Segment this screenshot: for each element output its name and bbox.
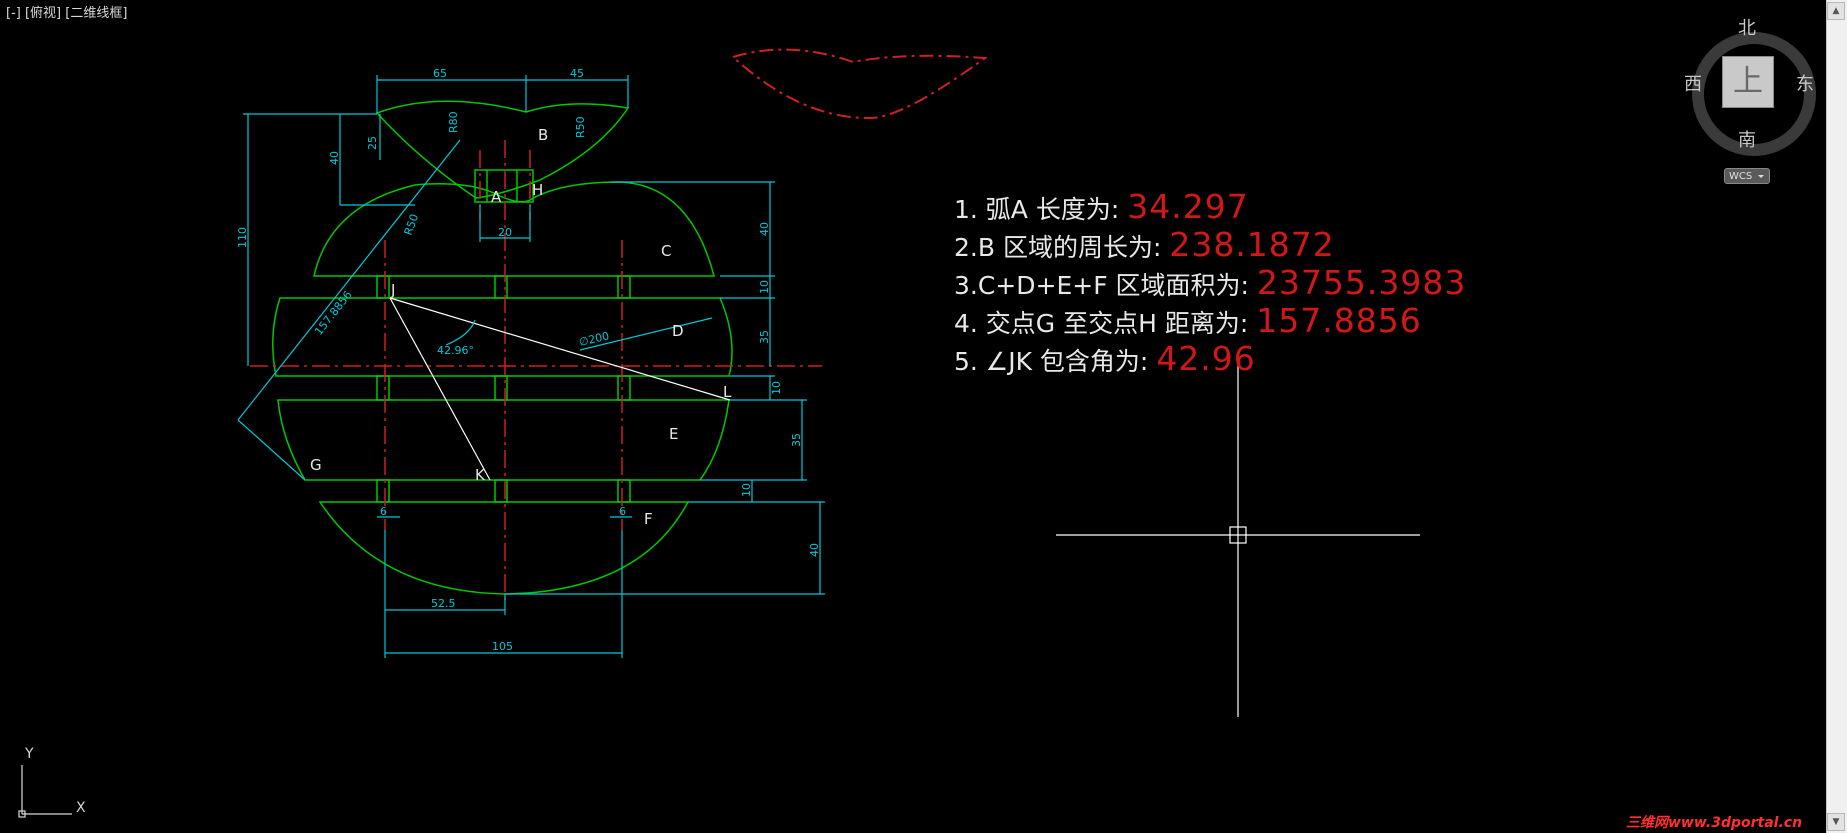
dim-10-b: 10 (770, 381, 783, 395)
ucs-icon (18, 765, 72, 818)
point-h: H (532, 181, 543, 199)
point-j: J (390, 281, 395, 299)
dim-45: 45 (570, 67, 584, 80)
compass-west[interactable]: 西 (1684, 74, 1702, 95)
dim-105: 105 (492, 640, 513, 653)
ucs-x-label: X (76, 800, 86, 816)
apple-band-d (272, 297, 733, 377)
dim-r50-side: R50 (402, 212, 422, 237)
dim-40-top: 40 (328, 151, 341, 165)
dim-6-right: 6 (619, 505, 626, 518)
point-d: D (672, 322, 684, 340)
dim-25: 25 (366, 136, 379, 150)
connector-blocks (376, 169, 631, 503)
angle-lines (389, 297, 731, 481)
dim-40-right: 40 (758, 222, 771, 236)
result-label: 2.B 区域的周长为: (954, 233, 1162, 262)
result-value: 23755.3983 (1256, 263, 1467, 302)
point-l: L (723, 383, 732, 401)
dim-6-left: 6 (380, 505, 387, 518)
ucs-y-label: Y (24, 746, 34, 762)
dim-10-a: 10 (758, 280, 771, 294)
dim-40-bottom: 40 (808, 543, 821, 557)
result-label: 3.C+D+E+F 区域面积为: (954, 271, 1249, 300)
viewcube-top-face[interactable]: 上 (1722, 56, 1774, 108)
point-f: F (644, 510, 653, 528)
compass-north[interactable]: 北 (1738, 18, 1756, 39)
viewport-controls: [-] [俯视] [二维线框] (6, 2, 127, 21)
dim-52-5: 52.5 (431, 597, 456, 610)
dim-r80: R80 (447, 111, 460, 133)
dim-65: 65 (433, 67, 447, 80)
point-a: A (491, 188, 502, 206)
crosshair-cursor (1056, 352, 1420, 717)
result-label: 4. 交点G 至交点H 距离为: (954, 309, 1249, 338)
leaf-outline (731, 48, 988, 120)
result-label: 5. ∠JK 包含角为: (954, 347, 1149, 376)
compass-east[interactable]: 东 (1796, 74, 1814, 95)
vertical-scrollbar[interactable]: ▲ ▼ (1826, 0, 1847, 833)
dim-157: 157.8856 (312, 288, 355, 337)
scroll-down-icon[interactable]: ▼ (1827, 813, 1845, 831)
results-panel: 1. 弧A 长度为: 34.297 2.B 区域的周长为: 238.1872 3… (954, 188, 1466, 378)
result-value: 34.297 (1127, 187, 1249, 226)
result-value: 238.1872 (1169, 225, 1335, 264)
point-b: B (538, 126, 548, 144)
visual-style-button[interactable]: [二维线框] (65, 6, 128, 21)
dim-angle: 42.96° (437, 344, 474, 357)
result-line-1: 1. 弧A 长度为: 34.297 (954, 188, 1466, 226)
dim-20: 20 (498, 226, 512, 239)
dim-35-b: 35 (790, 433, 803, 447)
apple-bottom-f (318, 501, 690, 595)
viewport-menu-button[interactable]: [-] (6, 6, 21, 21)
compass-south[interactable]: 南 (1738, 130, 1756, 151)
result-value: 42.96 (1156, 339, 1256, 378)
dim-35-a: 35 (758, 330, 771, 344)
result-value: 157.8856 (1256, 301, 1422, 340)
point-c: C (661, 242, 671, 260)
wcs-dropdown[interactable]: WCS (1724, 168, 1770, 184)
scroll-up-icon[interactable]: ▲ (1827, 2, 1845, 20)
point-k: K (475, 466, 486, 484)
apple-top-outline (313, 181, 715, 277)
dim-110: 110 (236, 227, 249, 248)
result-line-2: 2.B 区域的周长为: 238.1872 (954, 226, 1466, 264)
result-line-5: 5. ∠JK 包含角为: 42.96 (954, 340, 1466, 378)
watermark: 三维网www.3dportal.cn (1626, 815, 1803, 831)
result-label: 1. 弧A 长度为: (954, 195, 1120, 224)
apple-band-e (277, 399, 730, 481)
dimension-lines (237, 75, 825, 658)
result-line-3: 3.C+D+E+F 区域面积为: 23755.3983 (954, 264, 1466, 302)
point-g: G (310, 456, 322, 474)
dim-10-c: 10 (740, 483, 753, 497)
point-e: E (669, 425, 678, 443)
viewcube[interactable]: 上 北 南 西 东 WCS (1684, 14, 1816, 194)
result-line-4: 4. 交点G 至交点H 距离为: 157.8856 (954, 302, 1466, 340)
centerlines (250, 140, 822, 600)
view-direction-button[interactable]: [俯视] (24, 6, 62, 21)
dim-r50: R50 (574, 116, 587, 138)
